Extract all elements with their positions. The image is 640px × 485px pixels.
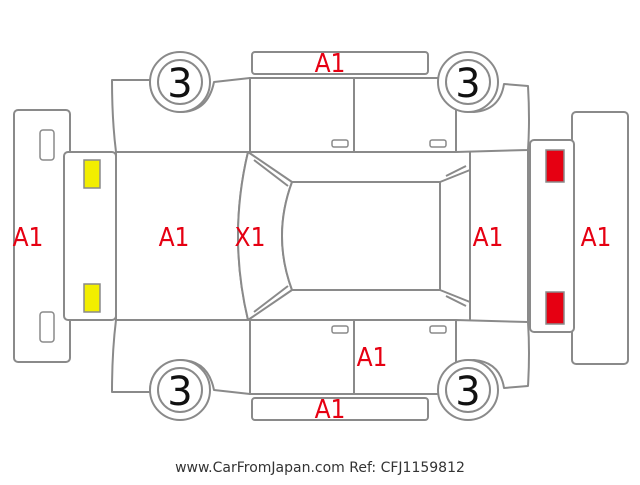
code-rocker-bottom: A1 <box>315 395 346 425</box>
code-hood: A1 <box>159 223 190 253</box>
top-side-body <box>111 51 530 153</box>
rear-glass-panel <box>439 165 471 307</box>
roof-panel <box>281 181 441 291</box>
rear-lamp-frame <box>529 139 575 333</box>
code-rear-door-left: A1 <box>357 343 388 373</box>
wheel-rear-right: 3 <box>437 359 499 421</box>
tire-code-rear-right: 3 <box>455 369 480 415</box>
code-windshield: X1 <box>235 223 266 253</box>
wheel-front-right: 3 <box>149 359 211 421</box>
rear-lamp-top-icon <box>545 149 565 183</box>
rear-lamp-bottom-icon <box>545 291 565 325</box>
rocker-bottom <box>251 397 429 421</box>
front-lamp-bottom-icon <box>83 283 101 313</box>
wheel-rear-left: 3 <box>437 51 499 113</box>
code-roof-top: A1 <box>315 49 346 79</box>
watermark-text: www.CarFromJapan.com Ref: CFJ1159812 <box>175 460 465 476</box>
code-front-bumper: A1 <box>13 223 44 253</box>
tire-code-rear-left: 3 <box>455 61 480 107</box>
tire-code-front-right: 3 <box>167 369 192 415</box>
front-lamp-frame <box>63 151 117 321</box>
tire-code-front-left: 3 <box>167 61 192 107</box>
roof-rail-top <box>251 51 429 75</box>
wheel-front-left: 3 <box>149 51 211 113</box>
front-lamp-top-icon <box>83 159 101 189</box>
code-tailgate: A1 <box>473 223 504 253</box>
code-rear-bumper: A1 <box>581 223 612 253</box>
